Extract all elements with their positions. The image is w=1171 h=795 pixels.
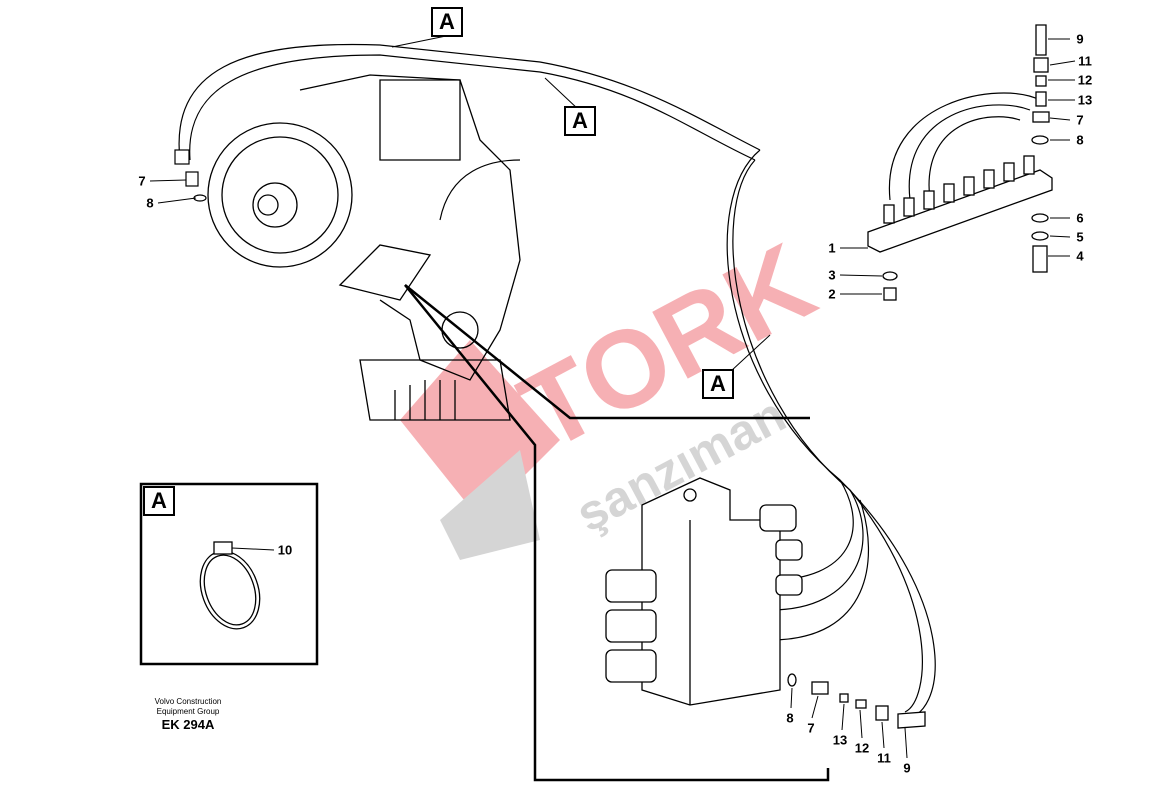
callout-5: 5 (1076, 229, 1084, 245)
detail-a-frame (139, 482, 319, 666)
callout-1: 1 (828, 240, 836, 256)
callout-4: 4 (1076, 248, 1084, 264)
callout-leaders (149, 35, 1076, 759)
callout-3: 3 (828, 267, 836, 283)
detail-ref-a: A (702, 369, 734, 399)
left-fittings (174, 149, 207, 202)
callout-8: 8 (1076, 132, 1084, 148)
drawing-code: EK 294A (161, 717, 215, 732)
detail-a-title: A (143, 486, 175, 516)
callout-13: 13 (832, 732, 848, 748)
caption-line-2: Equipment Group (156, 707, 220, 716)
caption-line-1: Volvo Construction (154, 697, 222, 706)
hose-clamp (199, 541, 261, 630)
distribution-manifold (867, 24, 1053, 301)
callout-9: 9 (1076, 31, 1084, 47)
callout-6: 6 (1076, 210, 1084, 226)
callout-13: 13 (1077, 92, 1093, 108)
hoses (178, 43, 1041, 721)
manifold-fittings (883, 155, 1035, 224)
callout-2: 2 (828, 286, 836, 302)
callout-11: 11 (877, 750, 891, 766)
callout-8: 8 (786, 710, 794, 726)
detail-ref-a: A (431, 7, 463, 37)
callout-8: 8 (146, 195, 154, 211)
detail-leader (404, 284, 830, 782)
callout-11: 11 (1078, 53, 1092, 69)
detail-ref-a: A (564, 106, 596, 136)
callout-10: 10 (277, 542, 293, 558)
drawing-caption: Volvo Construction Equipment Group EK 29… (138, 697, 238, 733)
callout-12: 12 (854, 740, 870, 756)
callout-9: 9 (903, 760, 911, 776)
callout-12: 12 (1077, 72, 1093, 88)
control-valve (605, 477, 926, 729)
callout-7: 7 (1076, 112, 1084, 128)
callout-7: 7 (807, 720, 815, 736)
callout-7: 7 (138, 173, 146, 189)
